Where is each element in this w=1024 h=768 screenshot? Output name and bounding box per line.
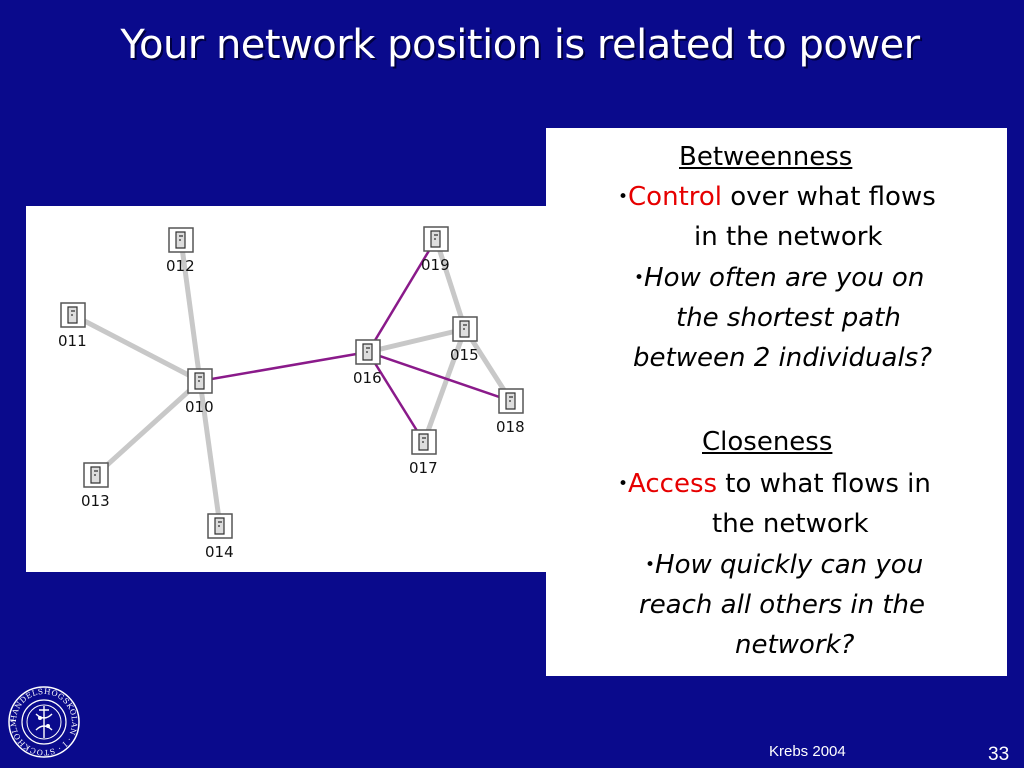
node-label-014: 014 xyxy=(205,543,234,561)
node-label-010: 010 xyxy=(185,398,214,416)
edge-016-018 xyxy=(367,350,512,403)
node-018: 018 xyxy=(496,388,525,436)
edge-010-011 xyxy=(71,312,202,384)
edge-010-016 xyxy=(199,350,369,383)
node-016: 016 xyxy=(353,339,382,387)
bullet-dot: • xyxy=(618,474,629,494)
computer-icon xyxy=(505,392,516,410)
edge-010-014 xyxy=(197,380,223,527)
computer-icon xyxy=(362,343,373,361)
computer-icon xyxy=(430,230,441,248)
slide-title: Your network position is related to powe… xyxy=(120,22,920,68)
betweenness-heading: Betweenness xyxy=(679,142,853,172)
node-019: 019 xyxy=(421,226,450,274)
betweenness-bullet-2-text: How often are you on xyxy=(644,263,925,293)
bullet-dot: • xyxy=(618,187,629,207)
edge-015-017 xyxy=(421,328,468,443)
node-label-015: 015 xyxy=(450,346,479,364)
node-label-019: 019 xyxy=(421,256,450,274)
network-diagram: 010 011 012 013 014 015 016 017 018 019 xyxy=(26,206,548,572)
node-011: 011 xyxy=(58,302,87,350)
betweenness-bullet-1-line-2: in the network xyxy=(694,222,883,252)
computer-icon xyxy=(214,517,225,535)
computer-icon xyxy=(418,433,429,451)
node-012: 012 xyxy=(166,227,195,275)
edge-016-019 xyxy=(366,238,438,353)
computer-icon xyxy=(175,231,186,249)
node-label-013: 013 xyxy=(81,492,110,510)
node-010: 010 xyxy=(185,368,214,416)
betweenness-bullet-2-line-3: between 2 individuals? xyxy=(633,343,933,373)
node-label-017: 017 xyxy=(409,459,438,477)
closeness-bullet-1-line-1: •Access to what flows in xyxy=(618,464,931,504)
closeness-bullet-2-line-2: reach all others in the xyxy=(639,590,926,620)
network-graph: 010 011 012 013 014 015 016 017 018 019 xyxy=(58,226,525,561)
svg-text:HANDELSHÖGSKOLAN · I · STOCKHO: HANDELSHÖGSKOLAN · I · STOCKHOLM · xyxy=(6,684,79,757)
node-015: 015 xyxy=(450,316,479,364)
page-number: 33 xyxy=(988,744,1010,765)
closeness-bullet-2-line-1: •How quickly can you xyxy=(645,545,923,585)
closeness-heading: Closeness xyxy=(702,427,833,457)
closeness-bullet-1-text: to what flows in xyxy=(717,469,931,499)
betweenness-bullet-2-line-1: •How often are you on xyxy=(634,258,924,298)
closeness-bullet-2-text: How quickly can you xyxy=(655,550,924,580)
betweenness-bullet-2-line-2: the shortest path xyxy=(676,303,901,333)
betweenness-bullet-1-line-1: •Control over what flows xyxy=(618,177,936,217)
computer-icon xyxy=(67,306,78,324)
school-seal-logo: HANDELSHÖGSKOLAN · I · STOCKHOLM · xyxy=(6,684,80,758)
bullet-dot: • xyxy=(645,555,656,575)
closeness-bullet-2-line-3: network? xyxy=(735,630,855,660)
closeness-access-term: Access xyxy=(628,469,718,499)
computer-icon xyxy=(90,466,101,484)
betweenness-control-term: Control xyxy=(628,182,723,212)
bullet-dot: • xyxy=(634,268,645,288)
measures-panel: Betweenness •Control over what flows in … xyxy=(546,128,1007,676)
edge-019-015 xyxy=(433,238,468,330)
node-014: 014 xyxy=(205,513,234,561)
node-label-018: 018 xyxy=(496,418,525,436)
network-nodes: 010 011 012 013 014 015 016 017 018 019 xyxy=(58,226,525,561)
edge-010-013 xyxy=(94,379,202,477)
node-label-012: 012 xyxy=(166,257,195,275)
node-017: 017 xyxy=(409,429,438,477)
edge-016-015 xyxy=(367,326,466,355)
node-label-016: 016 xyxy=(353,369,382,387)
edge-010-012 xyxy=(178,239,203,382)
footer-citation: Krebs 2004 xyxy=(769,743,846,760)
network-edges xyxy=(71,238,514,527)
closeness-bullet-1-line-2: the network xyxy=(712,509,869,539)
betweenness-bullet-1-text: over what flows xyxy=(722,182,936,212)
edge-016-017 xyxy=(366,351,426,443)
computer-icon xyxy=(459,320,470,338)
node-013: 013 xyxy=(81,462,110,510)
node-label-011: 011 xyxy=(58,332,87,350)
computer-icon xyxy=(194,372,205,390)
